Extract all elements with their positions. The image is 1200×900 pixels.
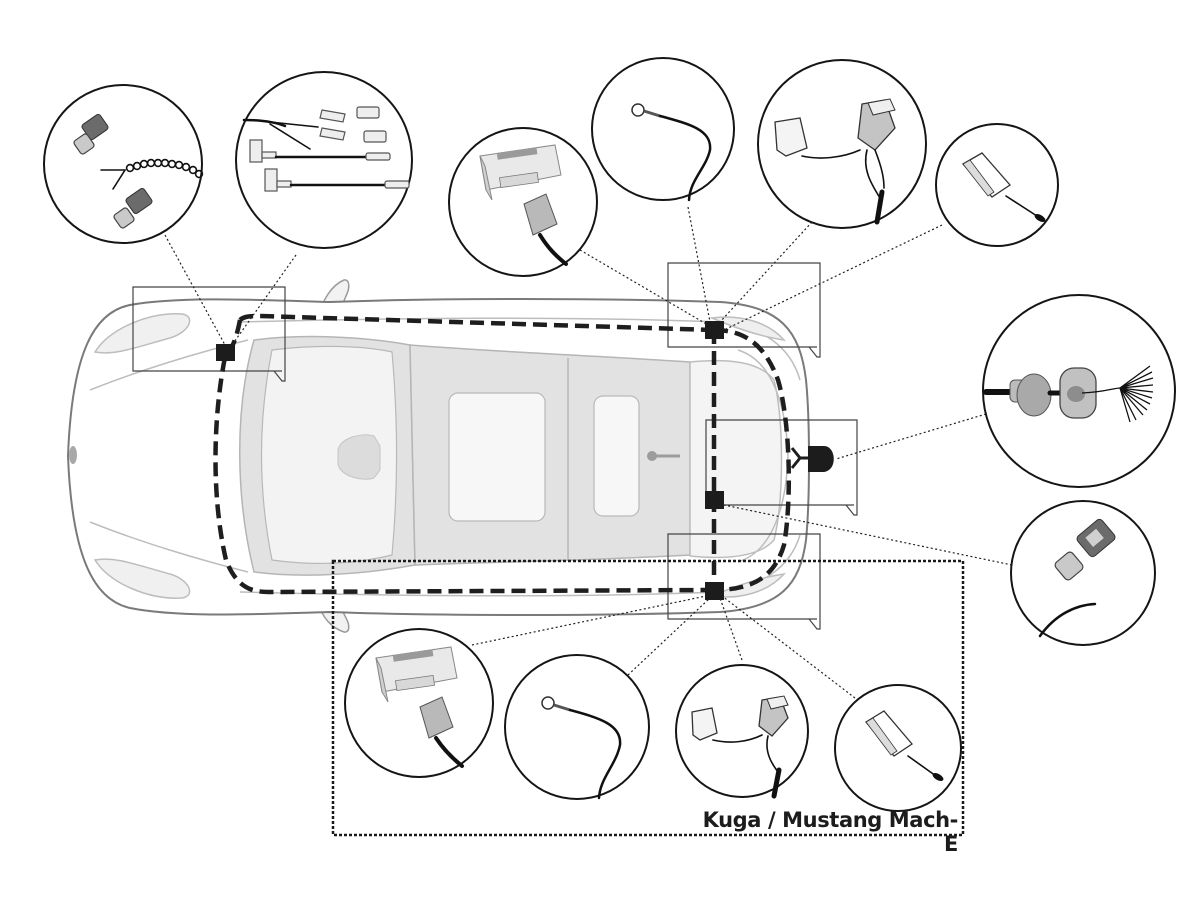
detail-scotchlok-connectors[interactable] — [43, 84, 204, 244]
plug-housing-icon — [857, 98, 896, 151]
rear-view-mirror — [337, 434, 381, 480]
detail-control-module[interactable] — [448, 127, 598, 277]
taillight-left — [709, 316, 786, 342]
splice-connector-icon — [1054, 518, 1116, 581]
wire-ends-icon — [1081, 365, 1154, 423]
leader-socket-grommet — [835, 413, 987, 460]
headlight-left — [93, 313, 191, 354]
ring-terminal-icon — [631, 103, 661, 118]
spade-terminal-icon — [319, 106, 387, 143]
detail-inline-plug[interactable] — [935, 123, 1059, 247]
detail-ground-ring[interactable] — [591, 57, 735, 202]
detail-fuse-taps[interactable] — [235, 71, 413, 249]
leader-scotchlok — [164, 234, 226, 346]
sunroof-rear — [593, 395, 640, 517]
windscreen-inner — [260, 345, 398, 565]
leader-inline-plug-2 — [721, 595, 856, 699]
plug-housing-icon — [758, 695, 789, 737]
fuse-tap-icon — [264, 168, 410, 192]
leader-ground-ring-2 — [627, 597, 711, 676]
zoom-frame-rear-left — [667, 262, 821, 358]
front-badge — [69, 446, 77, 464]
node-rear-left[interactable] — [705, 321, 724, 339]
detail-taillight-plug-2[interactable] — [675, 664, 809, 799]
leader-taillight-plug-2 — [719, 597, 743, 661]
ring-terminal-icon — [541, 696, 571, 712]
leader-lines — [164, 206, 1013, 699]
car-body — [66, 279, 810, 633]
rear-window — [689, 359, 783, 559]
inline-plug-icon — [961, 152, 1011, 198]
node-rear-right[interactable] — [705, 582, 724, 600]
grommet-icon — [1009, 367, 1097, 419]
multi-pin-plug-icon — [523, 193, 568, 266]
control-module-icon — [479, 144, 562, 201]
zoom-frame-rear-right — [667, 533, 821, 630]
leader-fuse-taps — [231, 254, 297, 346]
multi-pin-plug-icon — [419, 696, 464, 768]
sunroof-front — [448, 392, 546, 522]
detail-ground-ring-2[interactable] — [504, 654, 650, 800]
scotchlok-connector-icon — [73, 113, 109, 155]
towbar-socket-icon[interactable] — [808, 446, 834, 472]
leader-ground-ring — [687, 206, 711, 323]
fuse-tap-icon — [249, 139, 391, 163]
harness-top-run — [238, 313, 715, 333]
inline-plug-icon — [865, 710, 913, 757]
model-label: Kuga / Mustang Mach-E — [702, 808, 959, 856]
detail-control-module-2[interactable] — [344, 628, 494, 778]
roof-antenna — [647, 451, 680, 461]
control-module-icon — [375, 646, 458, 703]
node-front-left[interactable] — [216, 344, 235, 361]
zoom-frames — [132, 262, 858, 630]
node-rear-center[interactable] — [705, 491, 724, 509]
socket-housing-icon — [691, 707, 718, 741]
zoom-frame-rear-center — [705, 419, 858, 516]
kuga-mach-e-group-box — [331, 559, 965, 837]
connection-nodes — [216, 321, 834, 600]
scotchlok-connector-icon — [113, 187, 153, 229]
detail-inline-plug-2[interactable] — [834, 684, 962, 812]
harness-rear-arc — [713, 327, 792, 593]
detail-taillight-plug[interactable] — [757, 59, 927, 229]
headlight-right — [93, 558, 191, 599]
leader-control-module-2 — [471, 595, 707, 646]
leader-taillight-plug — [719, 221, 813, 323]
zoom-frame-front — [132, 286, 286, 382]
corrugated-tube-icon — [125, 158, 204, 179]
detail-socket-grommet[interactable] — [982, 294, 1176, 488]
socket-housing-icon — [774, 117, 808, 157]
tailgate-line — [737, 349, 789, 563]
body-line-bottom — [239, 534, 801, 597]
detail-splice-connector[interactable] — [1010, 500, 1156, 646]
